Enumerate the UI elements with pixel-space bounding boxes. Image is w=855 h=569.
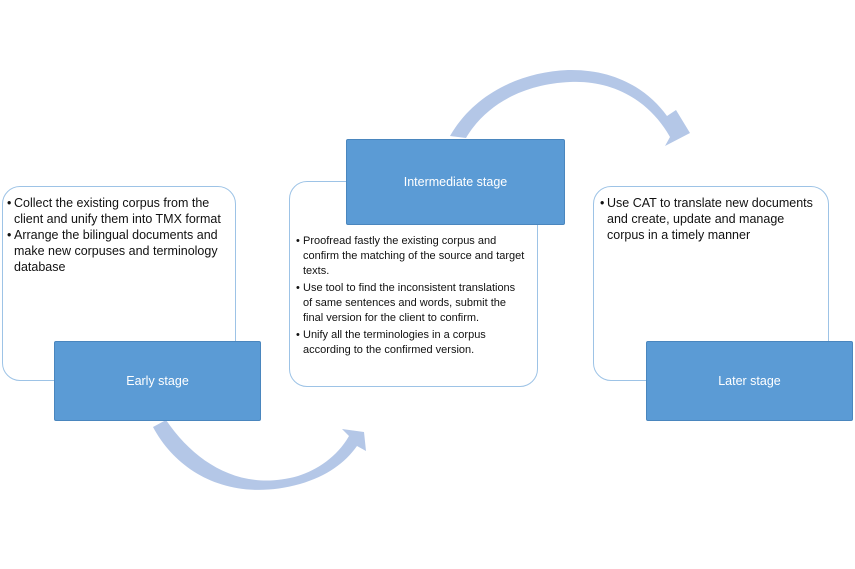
- intermediate-stage-item: Proofread fastly the existing corpus and…: [296, 234, 525, 279]
- intermediate-stage-item: Use tool to find the inconsistent transl…: [296, 281, 525, 326]
- intermediate-stage-textbox: Proofread fastly the existing corpus and…: [289, 181, 538, 387]
- early-stage-item: Arrange the bilingual documents and make…: [7, 227, 227, 275]
- intermediate-stage-item: Unify all the terminologies in a corpus …: [296, 328, 525, 358]
- early-stage-item: Collect the existing corpus from the cli…: [7, 195, 227, 227]
- early-stage-list: Collect the existing corpus from the cli…: [7, 195, 227, 275]
- early-stage-label: Early stage: [54, 341, 261, 421]
- later-stage-label: Later stage: [646, 341, 853, 421]
- intermediate-stage-label: Intermediate stage: [346, 139, 565, 225]
- later-stage-list: Use CAT to translate new documents and c…: [600, 195, 820, 243]
- curved-arrow-intermediate-to-later: [450, 69, 690, 146]
- later-stage-item: Use CAT to translate new documents and c…: [600, 195, 820, 243]
- curved-arrow-early-to-intermediate: [153, 420, 366, 490]
- intermediate-stage-list: Proofread fastly the existing corpus and…: [296, 234, 525, 358]
